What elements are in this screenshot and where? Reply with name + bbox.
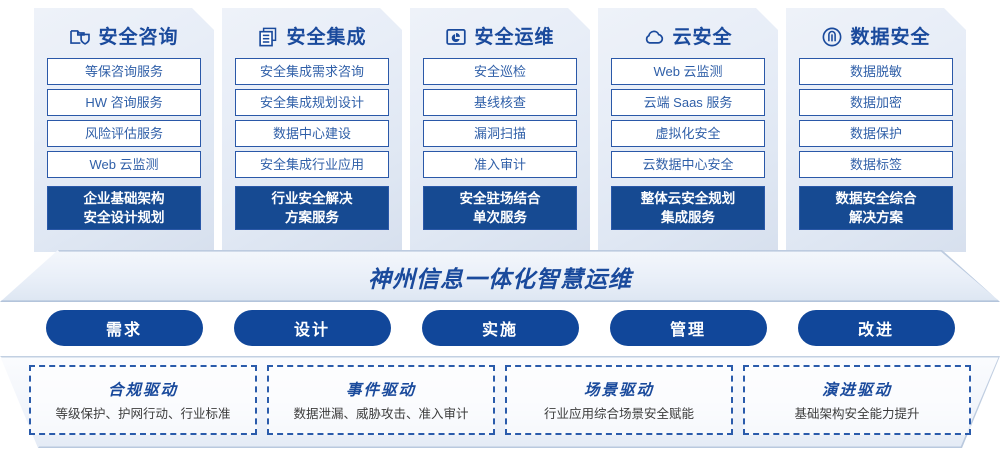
service-column: 云安全 Web 云监测云端 Saas 服务虚拟化安全云数据中心安全整体云安全规划集… <box>598 8 778 252</box>
phase-pill[interactable]: 改进 <box>797 310 955 346</box>
service-item[interactable]: 安全巡检 <box>423 58 577 85</box>
stacked-documents-icon <box>257 26 279 48</box>
service-item[interactable]: 数据中心建设 <box>235 120 389 147</box>
service-item[interactable]: HW 咨询服务 <box>47 89 201 116</box>
service-item[interactable]: 等保咨询服务 <box>47 58 201 85</box>
driver-card[interactable]: 演进驱动基础架构安全能力提升 <box>743 365 971 435</box>
column-item-list: 数据脱敏数据加密数据保护数据标签数据安全综合解决方案 <box>786 58 966 230</box>
column-item-list: 安全巡检基线核查漏洞扫描准入审计安全驻场结合单次服务 <box>410 58 590 230</box>
cloud-icon <box>643 26 665 48</box>
service-columns: 安全咨询等保咨询服务 HW 咨询服务风险评估服务 Web 云监测企业基础架构安全设计… <box>0 8 1000 252</box>
driver-card[interactable]: 合规驱动等级保护、护网行动、行业标准 <box>29 365 257 435</box>
highlight-line: 整体云安全规划 <box>640 191 736 206</box>
banner-title: 神州信息一体化智慧运维 <box>368 266 632 292</box>
column-item-list: 等保咨询服务 HW 咨询服务风险评估服务 Web 云监测企业基础架构安全设计规划 <box>34 58 214 230</box>
service-item[interactable]: 虚拟化安全 <box>611 120 765 147</box>
column-item-list: 安全集成需求咨询安全集成规划设计数据中心建设安全集成行业应用行业安全解决方案服务 <box>222 58 402 230</box>
driver-title: 事件驱动 <box>345 382 416 399</box>
phase-pill-row: 需求设计实施管理改进 <box>0 310 1000 346</box>
service-column: 数据安全数据脱敏数据加密数据保护数据标签数据安全综合解决方案 <box>786 8 966 252</box>
highlight-line: 单次服务 <box>473 210 527 225</box>
service-column: 安全运维安全巡检基线核查漏洞扫描准入审计安全驻场结合单次服务 <box>410 8 590 252</box>
driver-subtitle: 行业应用综合场景安全赋能 <box>543 407 694 421</box>
service-item[interactable]: 漏洞扫描 <box>423 120 577 147</box>
column-highlight-card[interactable]: 数据安全综合解决方案 <box>799 186 953 230</box>
service-item[interactable]: Web 云监测 <box>611 58 765 85</box>
phase-pill[interactable]: 设计 <box>233 310 391 346</box>
column-title: 安全运维 <box>474 26 555 48</box>
column-header: 安全咨询 <box>34 16 214 58</box>
driver-title: 演进驱动 <box>821 382 892 399</box>
column-highlight-card[interactable]: 行业安全解决方案服务 <box>235 186 389 230</box>
service-item[interactable]: 安全集成行业应用 <box>235 151 389 178</box>
service-column: 安全集成安全集成需求咨询安全集成规划设计数据中心建设安全集成行业应用行业安全解决… <box>222 8 402 252</box>
driver-subtitle: 基础架构安全能力提升 <box>794 407 920 421</box>
service-item[interactable]: 准入审计 <box>423 151 577 178</box>
monitor-piechart-icon <box>445 26 467 48</box>
service-item[interactable]: 云数据中心安全 <box>611 151 765 178</box>
column-header: 安全运维 <box>410 16 590 58</box>
banner-shape <box>0 250 1000 302</box>
column-header: 云安全 <box>598 16 778 58</box>
drivers-row: 合规驱动等级保护、护网行动、行业标准事件驱动数据泄漏、威胁攻击、准入审计场景驱动… <box>0 365 1000 437</box>
folder-shield-icon <box>69 26 91 48</box>
highlight-line: 集成服务 <box>661 210 715 225</box>
service-item[interactable]: 安全集成需求咨询 <box>235 58 389 85</box>
highlight-line: 安全设计规划 <box>83 210 165 225</box>
driver-card[interactable]: 事件驱动数据泄漏、威胁攻击、准入审计 <box>267 365 495 435</box>
fingerprint-icon <box>821 26 843 48</box>
column-item-list: Web 云监测云端 Saas 服务虚拟化安全云数据中心安全整体云安全规划集成服务 <box>598 58 778 230</box>
driver-card[interactable]: 场景驱动行业应用综合场景安全赋能 <box>505 365 733 435</box>
column-highlight-card[interactable]: 企业基础架构安全设计规划 <box>47 186 201 230</box>
driver-subtitle: 数据泄漏、威胁攻击、准入审计 <box>293 407 469 421</box>
driver-title: 合规驱动 <box>107 382 178 399</box>
driver-title: 场景驱动 <box>583 382 654 399</box>
service-item[interactable]: 数据标签 <box>799 151 953 178</box>
highlight-line: 解决方案 <box>849 210 903 225</box>
platform-banner: 神州信息一体化智慧运维 <box>0 250 1000 302</box>
column-title: 云安全 <box>672 26 733 48</box>
highlight-line: 数据安全综合 <box>835 191 917 206</box>
service-item[interactable]: 数据加密 <box>799 89 953 116</box>
highlight-line: 企业基础架构 <box>83 191 165 206</box>
service-item[interactable]: Web 云监测 <box>47 151 201 178</box>
column-title: 安全咨询 <box>98 26 179 48</box>
service-item[interactable]: 数据保护 <box>799 120 953 147</box>
phase-pill[interactable]: 管理 <box>609 310 767 346</box>
highlight-line: 行业安全解决 <box>271 191 353 206</box>
service-item[interactable]: 基线核查 <box>423 89 577 116</box>
driver-subtitle: 等级保护、护网行动、行业标准 <box>55 407 231 421</box>
phase-pill[interactable]: 实施 <box>421 310 579 346</box>
highlight-line: 安全驻场结合 <box>459 191 541 206</box>
column-highlight-card[interactable]: 安全驻场结合单次服务 <box>423 186 577 230</box>
phase-pill[interactable]: 需求 <box>45 310 203 346</box>
service-item[interactable]: 云端 Saas 服务 <box>611 89 765 116</box>
service-item[interactable]: 数据脱敏 <box>799 58 953 85</box>
column-header: 安全集成 <box>222 16 402 58</box>
highlight-line: 方案服务 <box>285 210 339 225</box>
column-title: 数据安全 <box>850 26 931 48</box>
drivers-panel: 合规驱动等级保护、护网行动、行业标准事件驱动数据泄漏、威胁攻击、准入审计场景驱动… <box>0 356 1000 448</box>
column-header: 数据安全 <box>786 16 966 58</box>
service-column: 安全咨询等保咨询服务 HW 咨询服务风险评估服务 Web 云监测企业基础架构安全设计… <box>34 8 214 252</box>
service-item[interactable]: 风险评估服务 <box>47 120 201 147</box>
column-title: 安全集成 <box>286 26 367 48</box>
column-highlight-card[interactable]: 整体云安全规划集成服务 <box>611 186 765 230</box>
service-item[interactable]: 安全集成规划设计 <box>235 89 389 116</box>
